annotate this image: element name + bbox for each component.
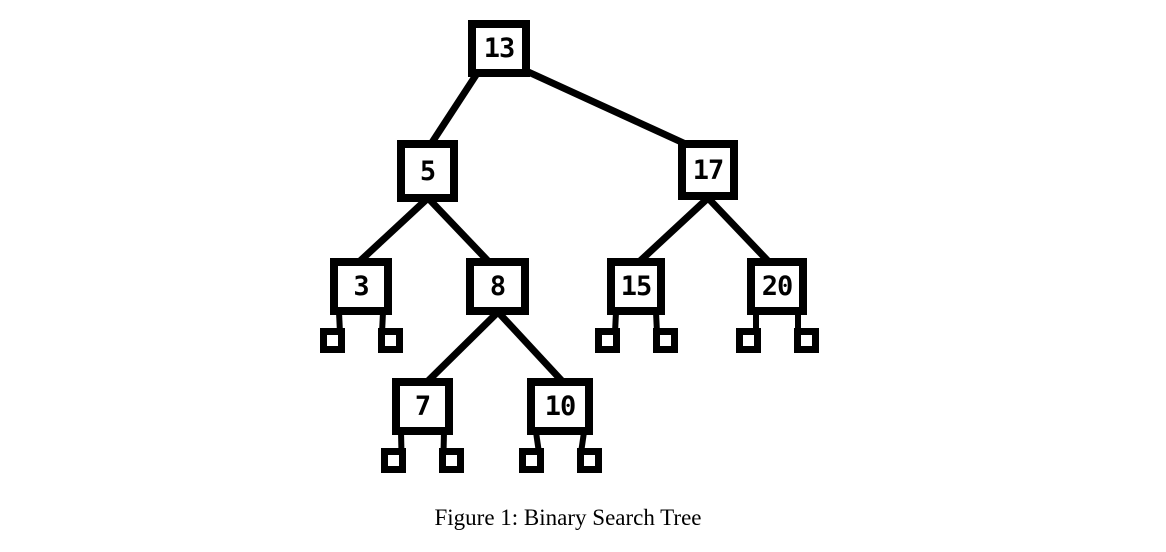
tree-node-3: 3 [330, 258, 392, 315]
tree-node-10: 10 [527, 378, 593, 435]
null-leaf [594, 328, 620, 353]
null-leaf [381, 448, 406, 473]
null-leaf [576, 448, 602, 473]
tree-node-13: 13 [468, 20, 530, 77]
tree-edge-13-17 [522, 66, 692, 150]
tree-node-8: 8 [466, 258, 529, 315]
null-leaf [319, 328, 345, 353]
tree-edge-5-8 [425, 195, 492, 265]
tree-edge-5-3 [356, 195, 431, 265]
tree-node-15: 15 [607, 258, 665, 315]
tree-edge-17-20 [705, 195, 772, 265]
null-leaf [793, 328, 819, 353]
tree-node-17: 17 [678, 140, 738, 200]
tree-edge-13-5 [428, 70, 481, 146]
tree-node-7: 7 [392, 378, 453, 435]
tree-edge-8-10 [495, 309, 565, 384]
null-leaf [518, 448, 544, 473]
null-leaf [377, 328, 403, 353]
tree-edge-8-7 [425, 309, 501, 384]
null-leaf [735, 328, 761, 353]
figure-caption: Figure 1: Binary Search Tree [434, 505, 702, 530]
tree-node-20: 20 [747, 258, 807, 315]
null-leaf [439, 448, 464, 473]
tree-node-5: 5 [397, 140, 458, 202]
tree-edge-17-15 [636, 195, 711, 265]
null-leaf [652, 328, 678, 353]
